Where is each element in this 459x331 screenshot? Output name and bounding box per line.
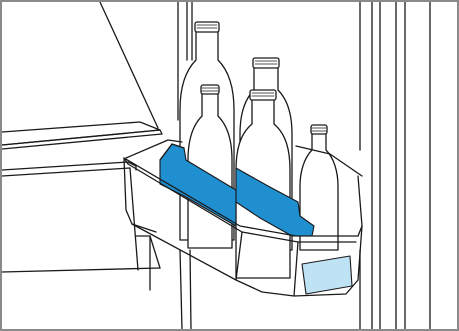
illustration-frame [0,0,459,331]
fridge-door-shelf-illustration [0,0,459,331]
